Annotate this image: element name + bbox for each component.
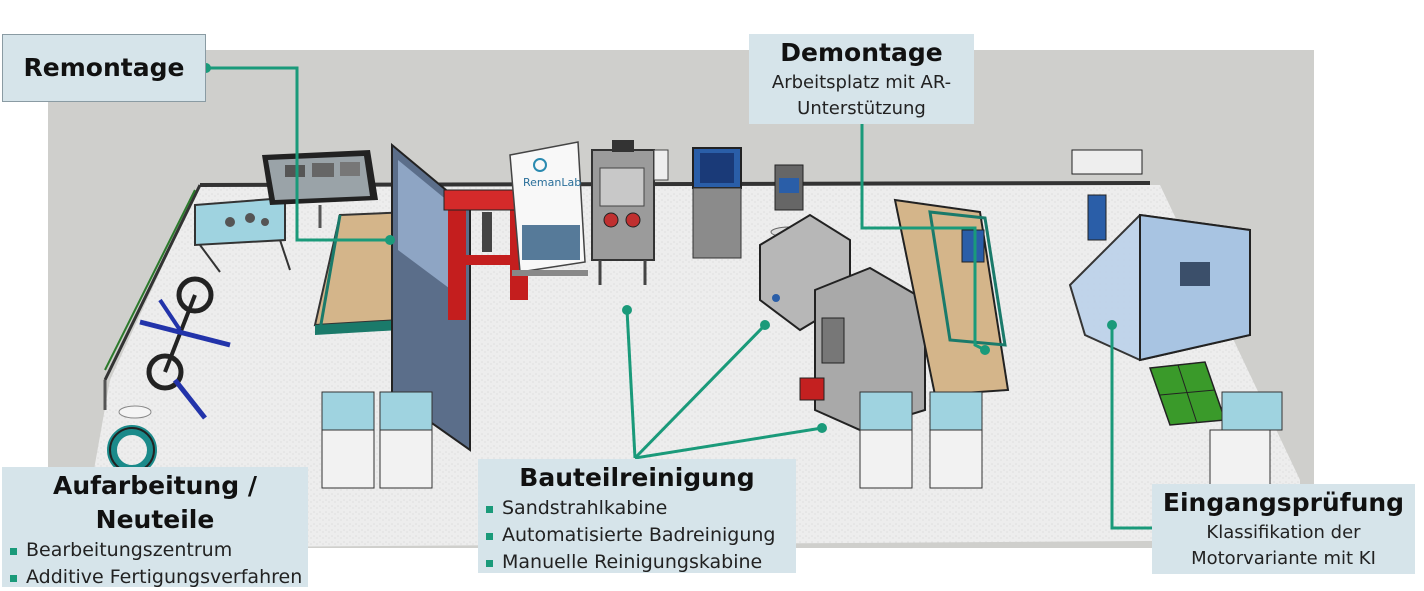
list-item: Automatisierte Badreinigung [486, 522, 796, 549]
connector-bauteilreinigung-3 [634, 426, 823, 460]
green-tiles [1148, 361, 1227, 426]
bicycle-icon [139, 276, 231, 420]
label-remontage-title: Remontage [23, 53, 185, 82]
remanlab-banner: RemanLab [509, 141, 588, 276]
sandblast-cabinet [591, 140, 669, 285]
connector-dots [201, 63, 1117, 433]
list-item: Bearbeitungszentrum [10, 537, 308, 564]
manual-cleaning-cabin [799, 266, 926, 432]
label-demontage: Demontage Arbeitsplatz mit AR- Unterstüt… [749, 34, 974, 124]
list-item: Sandstrahlkabine [486, 495, 796, 522]
display-case [194, 196, 291, 273]
label-aufarbeitung-title-2: Neuteile [95, 505, 215, 534]
label-bauteilreinigung: Bauteilreinigung Sandstrahlkabine Automa… [478, 459, 796, 573]
label-eingangspruefung: Eingangsprüfung Klassifikation der Motor… [1152, 484, 1415, 574]
barrier-rail-left-green [104, 189, 196, 371]
label-eingangspruefung-title: Eingangsprüfung [1162, 488, 1405, 517]
connector-bauteilreinigung-2 [633, 323, 767, 460]
connector-remontage [206, 66, 390, 242]
label-eingangspruefung-subtitle-2: Motorvariante mit KI [1191, 548, 1376, 569]
label-eingangspruefung-subtitle-1: Klassifikation der [1206, 522, 1361, 543]
banner-logo-text: RemanLab [523, 176, 581, 189]
barrier-rail-left [103, 184, 202, 381]
label-aufarbeitung-list: Bearbeitungszentrum Additive Fertigungsv… [2, 537, 308, 591]
label-remontage: Remontage [2, 34, 206, 102]
dust-collector [692, 147, 742, 259]
label-aufarbeitung-title-1: Aufarbeitung / [53, 471, 257, 500]
label-bauteilreinigung-list: Sandstrahlkabine Automatisierte Badreini… [478, 495, 796, 576]
list-item: Additive Fertigungsverfahren [10, 564, 308, 591]
label-aufarbeitung: Aufarbeitung / Neuteile Bearbeitungszent… [2, 467, 308, 588]
connector-eingang [1110, 325, 1152, 530]
connector-demontage [860, 124, 986, 352]
info-monitor [262, 150, 378, 228]
label-demontage-title: Demontage [780, 38, 943, 67]
label-demontage-subtitle-1: Arbeitsplatz mit AR- [771, 72, 952, 93]
label-bauteilreinigung-title: Bauteilreinigung [519, 463, 755, 492]
list-item: Manuelle Reinigungskabine [486, 549, 796, 576]
connector-lines [206, 66, 1152, 530]
parts-display-cases [321, 391, 1283, 489]
connector-bauteilreinigung-1 [625, 309, 637, 459]
label-demontage-subtitle-2: Unterstützung [797, 98, 926, 119]
